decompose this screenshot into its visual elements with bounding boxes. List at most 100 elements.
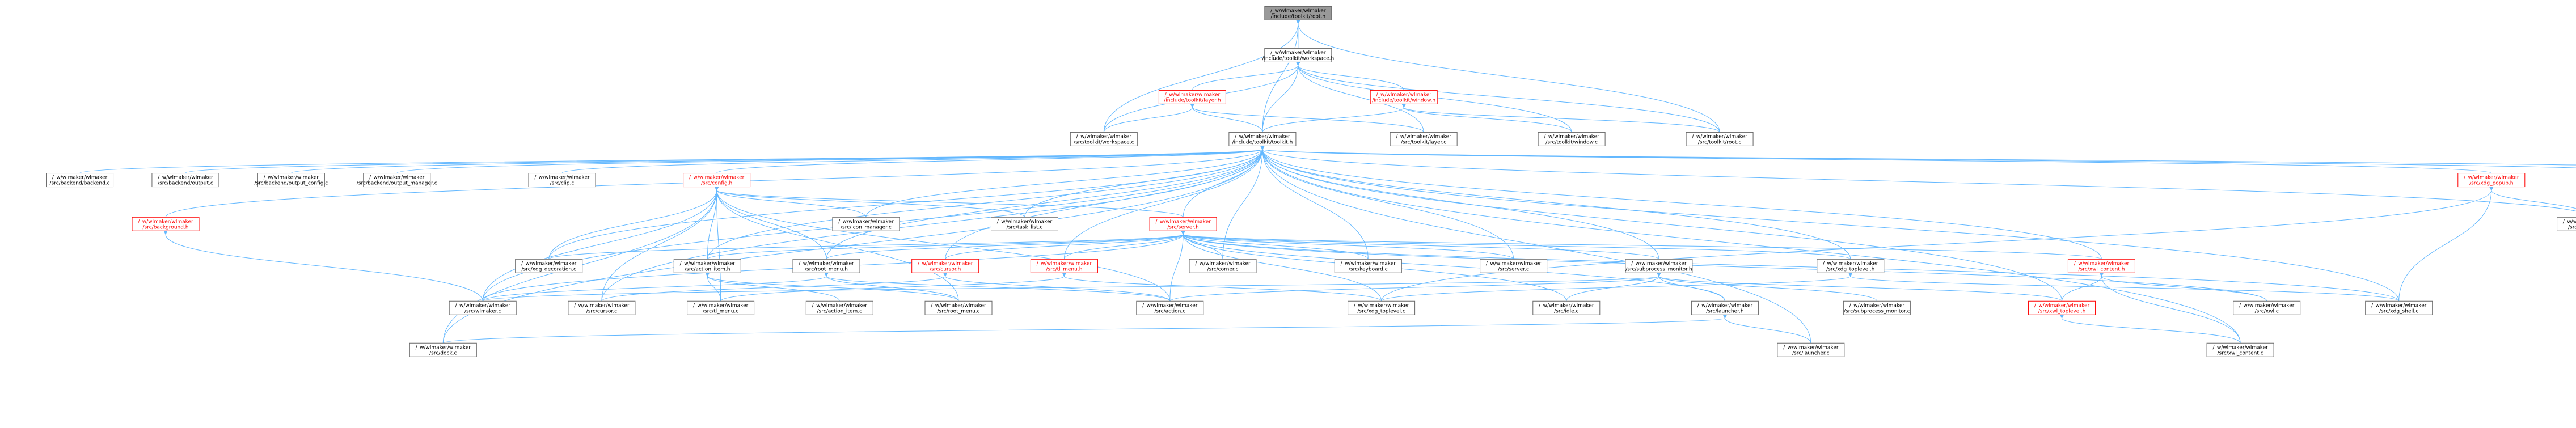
node-dock-c[interactable]: /_w/wlmaker/wlmaker/src/dock.c	[409, 342, 477, 357]
node-label-line: /_w/wlmaker/wlmaker	[680, 261, 736, 266]
edge-server_h-to-xdg_decoration_c	[548, 230, 1186, 260]
node-label-line: /_w/wlmaker/wlmaker	[1486, 261, 1542, 266]
node-task-list-c[interactable]: /_w/wlmaker/wlmaker/src/task_list.c	[991, 217, 1058, 231]
node-xdg-shell-c[interactable]: /_w/wlmaker/wlmaker/src/xdg_shell.c	[2365, 300, 2433, 315]
node-xwl-content-c[interactable]: /_w/wlmaker/wlmaker/src/xwl_content.c	[2206, 342, 2274, 357]
node-cursor-c[interactable]: /_w/wlmaker/wlmaker/src/cursor.c	[568, 300, 636, 315]
node-action-item-c[interactable]: /_w/wlmaker/wlmaker/src/action_item.c	[805, 300, 873, 315]
node-output-manager-c[interactable]: /_w/wlmaker/wlmaker/src/backend/output_m…	[357, 173, 437, 188]
node-tl-menu-h[interactable]: /_w/wlmaker/wlmaker/src/tl_menu.h	[1030, 259, 1098, 273]
node-xwl-toplevel-h[interactable]: /_w/wlmaker/wlmaker/src/xwl_toplevel.h	[2028, 300, 2096, 315]
edge-launcher_h-to-dock_c	[442, 313, 1728, 344]
node-box	[46, 173, 114, 188]
node-tl-menu-c[interactable]: /_w/wlmaker/wlmaker/src/tl_menu.c	[687, 300, 755, 315]
edge-xwl_content_h-to-xwl_toplevel_h	[2062, 272, 2104, 302]
node-corner-c[interactable]: /_w/wlmaker/wlmaker/src/corner.c	[1189, 259, 1257, 273]
node-subprocess-monitor-c[interactable]: /_w/wlmaker/wlmaker/src/subprocess_monit…	[1843, 300, 1911, 315]
edge-workspace_h-to-window_h	[1295, 61, 1404, 91]
edge-toolkit_h-to-keyboard_c	[1260, 145, 1369, 260]
node-label-line: /include/toolkit/layer.h	[1164, 98, 1221, 103]
node-tk-window-c[interactable]: /_w/wlmaker/wlmaker/src/toolkit/window.c	[1538, 132, 1606, 146]
edge-server_h-to-subprocess_monitor_h	[1180, 230, 1659, 260]
node-label-line: /src/dock.c	[429, 350, 457, 356]
node-box	[991, 217, 1058, 231]
node-clip-c[interactable]: /_w/wlmaker/wlmaker/src/clip.c	[528, 173, 596, 188]
node-xdg-toplevel-c[interactable]: /_w/wlmaker/wlmaker/src/xdg_toplevel.c	[1348, 300, 1416, 315]
node-label-line: /src/xdg_toplevel.h	[1826, 266, 1874, 272]
node-background-h[interactable]: /_w/wlmaker/wlmaker/src/background.h	[132, 217, 200, 231]
node-output-c[interactable]: /_w/wlmaker/wlmaker/src/backend/output.c	[151, 173, 219, 188]
node-label-line: /_w/wlmaker/wlmaker	[918, 261, 973, 266]
node-label-line: /src/backend/output.c	[158, 181, 213, 187]
node-label-line: /src/clip.c	[550, 181, 575, 187]
node-launcher-c[interactable]: /_w/wlmaker/wlmaker/src/launcher.c	[1777, 342, 1845, 357]
node-action-item-h[interactable]: /_w/wlmaker/wlmaker/src/action_item.h	[673, 259, 741, 273]
node-label-line: /_w/wlmaker/wlmaker	[2212, 345, 2268, 350]
node-xwl-c[interactable]: /_w/wlmaker/wlmaker/src/xwl.c	[2233, 300, 2301, 315]
node-box	[1136, 300, 1204, 315]
edge-layer_h-to-tk_workspace_c	[1103, 103, 1195, 133]
edge-server_h-to-server_c	[1180, 230, 1514, 260]
node-label-line: /_w/wlmaker/wlmaker	[799, 261, 854, 266]
edge-launcher_h-to-launcher_c	[1722, 314, 1811, 344]
node-root-menu-h[interactable]: /_w/wlmaker/wlmaker/src/root_menu.h	[792, 259, 860, 273]
node-box	[673, 259, 741, 273]
edge-window_h-to-tk_root_c	[1401, 103, 1720, 133]
node-server-h[interactable]: /_w/wlmaker/wlmaker/src/server.h	[1149, 217, 1217, 231]
node-box	[1390, 132, 1458, 146]
node-idle-c[interactable]: /_w/wlmaker/wlmaker/src/idle.c	[1532, 300, 1601, 315]
node-output-config-c[interactable]: /_w/wlmaker/wlmaker/src/backend/output_c…	[254, 173, 328, 188]
node-label-line: /src/cursor.c	[586, 308, 617, 314]
node-server-c[interactable]: /_w/wlmaker/wlmaker/src/server.c	[1480, 259, 1548, 273]
node-label-line: /src/launcher.h	[1706, 308, 1743, 314]
node-xwl-content-h[interactable]: /_w/wlmaker/wlmaker/src/xwl_content.h	[2067, 259, 2135, 273]
node-xdg-popup-h[interactable]: /_w/wlmaker/wlmaker/src/xdg_popup.h	[2457, 173, 2526, 188]
node-root[interactable]: /_w/wlmaker/wlmaker/include/toolkit/root…	[1264, 6, 1332, 20]
node-label-line: /src/xwl_content.h	[2078, 266, 2125, 272]
edge-root-to-tk_workspace_c	[1103, 19, 1300, 133]
node-action-c[interactable]: /_w/wlmaker/wlmaker/src/action.c	[1136, 300, 1204, 315]
node-config-h[interactable]: /_w/wlmaker/wlmaker/src/config.h	[683, 173, 751, 188]
edge-server_h-to-tl_menu_h	[1063, 230, 1186, 260]
edge-xdg_popup_h-to-layer_panel_c	[2489, 186, 2576, 209]
node-label-line: /src/xdg_decoration.c	[521, 266, 576, 272]
node-box	[568, 300, 636, 315]
node-label-line: /src/toolkit/root.c	[1698, 139, 1741, 145]
node-label-line: /src/tl_menu.c	[703, 308, 738, 314]
node-xdg-toplevel-h[interactable]: /_w/wlmaker/wlmaker/src/xdg_toplevel.h	[1817, 259, 1885, 273]
node-box	[1228, 132, 1297, 146]
node-root-menu-c[interactable]: /_w/wlmaker/wlmaker/src/root_menu.c	[924, 300, 993, 315]
edge-toolkit_h-to-icon_manager_c	[865, 145, 1265, 218]
node-tk-workspace-c[interactable]: /_w/wlmaker/wlmaker/src/toolkit/workspac…	[1070, 132, 1138, 146]
node-launcher-h[interactable]: /_w/wlmaker/wlmaker/src/launcher.h	[1691, 300, 1759, 315]
node-tk-layer-c[interactable]: /_w/wlmaker/wlmaker/src/toolkit/layer.c	[1390, 132, 1458, 146]
node-icon-manager-c[interactable]: /_w/wlmaker/wlmaker/src/icon_manager.c	[832, 217, 900, 231]
node-backend-c[interactable]: /_w/wlmaker/wlmaker/src/backend/backend.…	[46, 173, 114, 188]
node-box	[1264, 6, 1332, 20]
node-toolkit-h[interactable]: /_w/wlmaker/wlmaker/include/toolkit/tool…	[1228, 132, 1297, 146]
nodes-layer: /_w/wlmaker/wlmaker/include/toolkit/root…	[46, 6, 2576, 357]
edges-layer	[79, 19, 2576, 344]
node-layer-panel-c[interactable]: /_w/wlmaker/wlmaker/src/layer_panel.c	[2557, 217, 2576, 231]
node-box	[2557, 217, 2576, 231]
node-xdg-decoration-c[interactable]: /_w/wlmaker/wlmaker/src/xdg_decoration.c	[515, 259, 583, 273]
node-layer-h[interactable]: /_w/wlmaker/wlmaker/include/toolkit/laye…	[1158, 90, 1226, 104]
node-label-line: /_w/wlmaker/wlmaker	[997, 219, 1053, 224]
node-box	[911, 259, 979, 273]
edge-workspace_h-to-toolkit_h	[1262, 61, 1300, 133]
node-workspace-h[interactable]: /_w/wlmaker/wlmaker/include/toolkit/work…	[1262, 48, 1334, 62]
node-keyboard-c[interactable]: /_w/wlmaker/wlmaker/src/keyboard.c	[1334, 259, 1402, 273]
node-label-line: /src/wlmaker.c	[464, 308, 501, 314]
node-box	[2028, 300, 2096, 315]
node-subprocess-monitor-h[interactable]: /_w/wlmaker/wlmaker/src/subprocess_monit…	[1625, 259, 1693, 273]
node-box	[1370, 90, 1438, 104]
node-box	[2067, 259, 2135, 273]
node-label-line: /src/cursor.h	[930, 266, 961, 272]
node-cursor-h[interactable]: /_w/wlmaker/wlmaker/src/cursor.h	[911, 259, 979, 273]
node-window-h[interactable]: /_w/wlmaker/wlmaker/include/toolkit/wind…	[1370, 90, 1438, 104]
edge-toolkit_h-to-output_config_c	[290, 145, 1265, 173]
node-wlmaker-c[interactable]: /_w/wlmaker/wlmaker/src/wlmaker.c	[449, 300, 517, 315]
node-tk-root-c[interactable]: /_w/wlmaker/wlmaker/src/toolkit/root.c	[1686, 132, 1754, 146]
edge-subprocess_monitor_h-to-launcher_h	[1656, 272, 1725, 302]
edge-xdg_toplevel_h-to-xdg_toplevel_c	[1381, 272, 1853, 302]
